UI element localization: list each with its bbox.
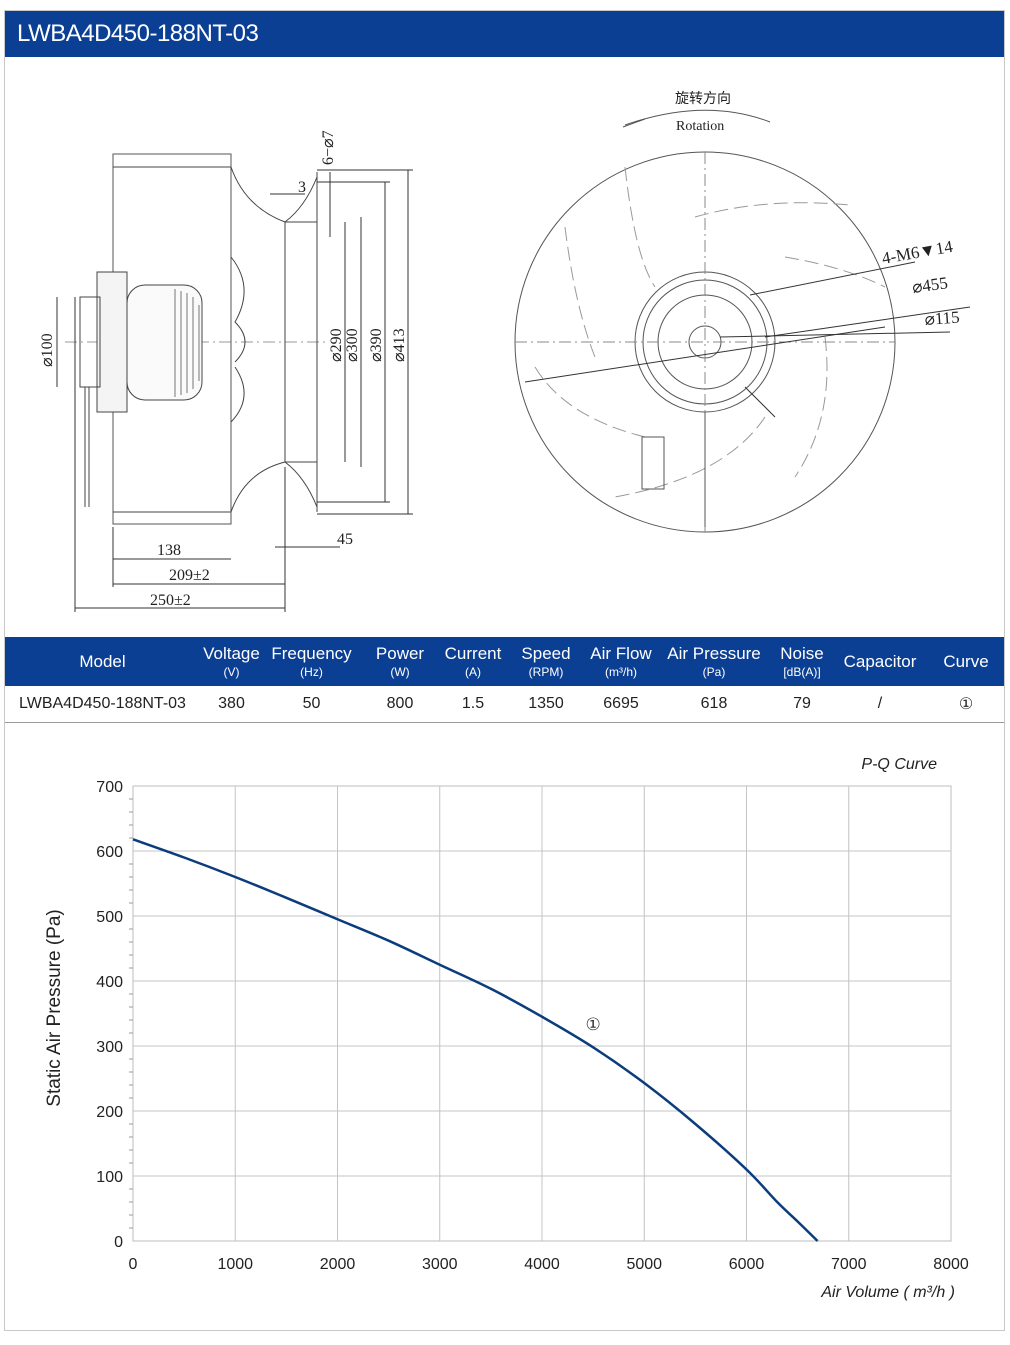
- series-label-curve-1: ①: [586, 1015, 601, 1034]
- dim-m6: 4-M6▼14: [880, 237, 954, 268]
- col-model: Model: [5, 637, 200, 686]
- cell-power: 800: [360, 686, 440, 723]
- y-tick-label: 500: [96, 909, 123, 926]
- dim-d300: ⌀300: [344, 328, 361, 362]
- y-tick-label: 700: [96, 779, 123, 796]
- chart-ticks: 0 1000 2000 3000 4000 5000 6000 7000 8000 0 100 200…: [96, 779, 969, 1273]
- spec-header-row: Model Voltage(V) Frequency(Hz) Power(W) …: [5, 637, 1004, 686]
- x-tick-label: 8000: [933, 1256, 969, 1273]
- dim-len138: 138: [157, 542, 181, 559]
- dim-d290: ⌀290: [328, 328, 345, 362]
- dim-d115: ⌀115: [924, 308, 960, 329]
- x-tick-label: 5000: [626, 1256, 662, 1273]
- chart-title: P-Q Curve: [861, 756, 937, 773]
- cell-air-flow: 6695: [586, 686, 656, 723]
- cell-frequency: 50: [263, 686, 360, 723]
- cell-noise: 79: [772, 686, 832, 723]
- x-axis-label: Air Volume ( m³/h ): [820, 1284, 955, 1301]
- y-tick-label: 400: [96, 974, 123, 991]
- y-axis-label: Static Air Pressure (Pa): [44, 909, 65, 1106]
- y-tick-label: 0: [114, 1234, 123, 1251]
- dim-d413: ⌀413: [391, 328, 408, 362]
- dim-len209: 209±2: [169, 567, 210, 584]
- front-dimension-labels: 旋转方向 Rotation 4-M6▼14 ⌀455 ⌀115: [675, 91, 960, 329]
- rotation-label-cn: 旋转方向: [675, 91, 731, 107]
- dim-gap3: 3: [298, 179, 306, 196]
- x-tick-label: 7000: [831, 1256, 867, 1273]
- table-row: LWBA4D450-188NT-03 380 50 800 1.5 1350 6…: [5, 686, 1004, 723]
- page-frame: [4, 10, 1005, 1331]
- dim-len45: 45: [337, 531, 353, 548]
- col-current: Current(A): [440, 637, 506, 686]
- chart-series: ①: [132, 838, 819, 1242]
- cell-model: LWBA4D450-188NT-03: [5, 686, 200, 723]
- side-dimension-labels: ⌀100 ⌀290 ⌀300 ⌀390 ⌀413 6−⌀7 3 138 209±…: [39, 130, 408, 609]
- y-tick-label: 300: [96, 1039, 123, 1056]
- col-air-flow: Air Flow(m³/h): [586, 637, 656, 686]
- dim-len250: 250±2: [150, 592, 191, 609]
- x-tick-label: 2000: [320, 1256, 356, 1273]
- cell-voltage: 380: [200, 686, 263, 723]
- side-view: [56, 153, 413, 612]
- dim-d455: ⌀455: [911, 273, 949, 297]
- dim-holes: 6−⌀7: [320, 130, 337, 165]
- col-capacitor: Capacitor: [832, 637, 928, 686]
- spec-table: Model Voltage(V) Frequency(Hz) Power(W) …: [5, 637, 1004, 723]
- series-line-curve-1: [132, 838, 819, 1242]
- col-voltage: Voltage(V): [200, 637, 263, 686]
- x-tick-label: 3000: [422, 1256, 458, 1273]
- cell-air-pressure: 618: [656, 686, 772, 723]
- x-tick-label: 0: [129, 1256, 138, 1273]
- front-view: [514, 109, 971, 533]
- cell-current: 1.5: [440, 686, 506, 723]
- cell-speed: 1350: [506, 686, 586, 723]
- y-tick-label: 100: [96, 1169, 123, 1186]
- y-tick-label: 200: [96, 1104, 123, 1121]
- x-tick-label: 1000: [217, 1256, 253, 1273]
- x-tick-label: 6000: [729, 1256, 765, 1273]
- dim-d100: ⌀100: [39, 333, 56, 367]
- col-noise: Noise[dB(A)]: [772, 637, 832, 686]
- cell-capacitor: /: [832, 686, 928, 723]
- col-curve: Curve: [928, 637, 1004, 686]
- page-title: LWBA4D450-188NT-03: [17, 20, 259, 47]
- col-speed: Speed(RPM): [506, 637, 586, 686]
- rotation-label-en: Rotation: [676, 119, 724, 134]
- col-air-pressure: Air Pressure(Pa): [656, 637, 772, 686]
- dim-d390: ⌀390: [368, 328, 385, 362]
- chart-grid: [132, 785, 952, 1242]
- col-power: Power(W): [360, 637, 440, 686]
- pq-chart: P-Q Curve Static Air Pressure (Pa) Air V…: [44, 756, 969, 1301]
- technical-drawing: ⌀100 ⌀290 ⌀300 ⌀390 ⌀413 6−⌀7 3 138 209±…: [39, 91, 971, 612]
- cell-curve: ①: [928, 686, 1004, 723]
- title-bar: LWBA4D450-188NT-03: [5, 11, 1004, 57]
- y-tick-label: 600: [96, 844, 123, 861]
- x-tick-label: 4000: [524, 1256, 560, 1273]
- col-frequency: Frequency(Hz): [263, 637, 360, 686]
